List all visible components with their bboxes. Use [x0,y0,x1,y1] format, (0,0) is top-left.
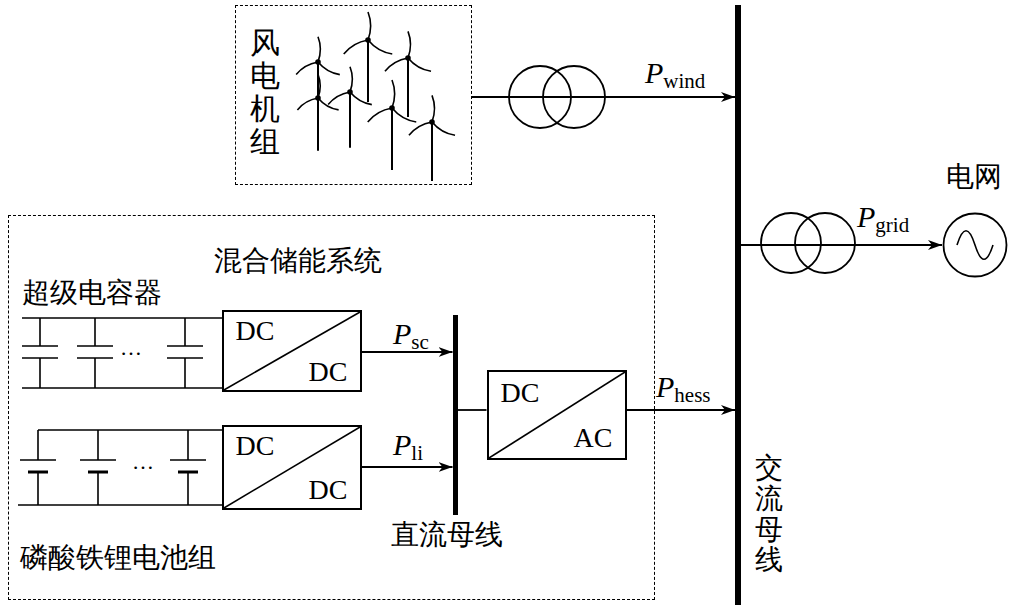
power-flow-connector [458,409,487,411]
wind-turbines [296,12,455,181]
wind-turbine [344,12,392,102]
power-flow-connector [627,409,736,411]
transformer-symbol [509,66,605,128]
node-label: AC [574,423,613,454]
power-flow-connector [741,244,942,246]
wind-turbine [385,31,431,117]
dcdc-converter: DC DC [222,310,362,392]
node-label: DC [309,475,348,506]
node-label: DC [501,378,540,409]
power-flow-connector [472,96,735,98]
transformer-symbol [761,213,855,273]
ellipsis: … [120,336,142,360]
node-label: 直流母线 [391,520,503,551]
power-label: Psc [393,317,429,354]
power-flow-connector [362,466,453,468]
power-flow-connector [362,351,453,353]
node-label: DC [309,357,348,388]
wind-turbine [368,80,416,170]
dc-bus: 直流母线 [453,315,458,515]
component-label: 磷酸铁锂电池组 [20,543,216,574]
dcdc-converter: DC DC [222,425,362,510]
wind-farm-group: 风电机组 [235,5,472,185]
wind-turbine [409,95,455,180]
dcac-inverter: DC AC [487,370,627,460]
power-label: Phess [656,370,711,407]
capacitor-bank [22,318,222,388]
component-label: 超级电容器 [22,278,162,309]
wind-turbine [297,74,338,151]
power-label: Pli [393,428,423,465]
grid-source: 电网 [942,212,1008,278]
grid-circle [942,212,1008,278]
node-label: 电网 [946,162,1002,193]
power-label: Pgrid [857,200,909,237]
wind-turbine [328,67,372,148]
battery-pack [18,430,222,505]
node-label: 混合储能系统 [214,246,382,277]
power-label: Pwind [645,56,705,93]
node-label: DC [236,431,275,462]
ac-bus: 交流母线 [735,5,741,605]
node-label: DC [236,316,275,347]
vertical-label: 风电机组 [250,26,280,158]
vertical-label: 交流母线 [755,453,783,576]
ellipsis: … [132,450,154,474]
